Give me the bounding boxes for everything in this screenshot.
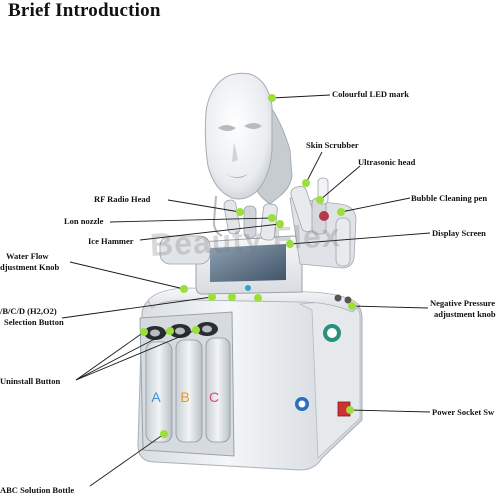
cabinet: A B C — [137, 287, 363, 471]
label-bubble-cleaning-pen: Bubble Cleaning pen — [411, 193, 488, 203]
label-led-mark: Colourful LED mark — [332, 89, 409, 99]
label-rf-radio-head: RF Radio Head — [94, 194, 151, 204]
label-uninstall-button: Uninstall Button — [0, 376, 61, 386]
label-abc-bottle: ABC Solution Bottle — [0, 485, 75, 495]
callout-lines — [61, 94, 431, 487]
label-water-flow-knob: djustment Knob — [0, 262, 60, 272]
label-ultrasonic-head: Ultrasonic head — [358, 157, 416, 167]
callout-markers — [140, 94, 356, 438]
label-negative-pressure-knob: adjustment knob — [434, 309, 496, 319]
label-skin-scrubber: Skin Scrubber — [306, 140, 359, 150]
label-water-flow: Water Flow — [6, 251, 49, 261]
label-negative-pressure: Negative Pressure — [430, 298, 496, 308]
label-ice-hammer: Ice Hammer — [88, 236, 134, 246]
label-display-screen: Display Screen — [432, 228, 486, 238]
page-title: Brief Introduction — [8, 0, 161, 21]
bottle-c-letter: C — [209, 389, 219, 405]
label-selection-button-2: Selection Button — [4, 317, 64, 327]
led-mask — [204, 72, 293, 237]
label-selection-button: /B/C/D (H2,O2) — [0, 306, 57, 316]
bottle-a-letter: A — [151, 389, 161, 405]
label-power-socket: Power Socket Sw — [432, 407, 495, 417]
label-lon-nozzle: Lon nozzle — [64, 216, 104, 226]
bottle-b-letter: B — [180, 389, 189, 405]
